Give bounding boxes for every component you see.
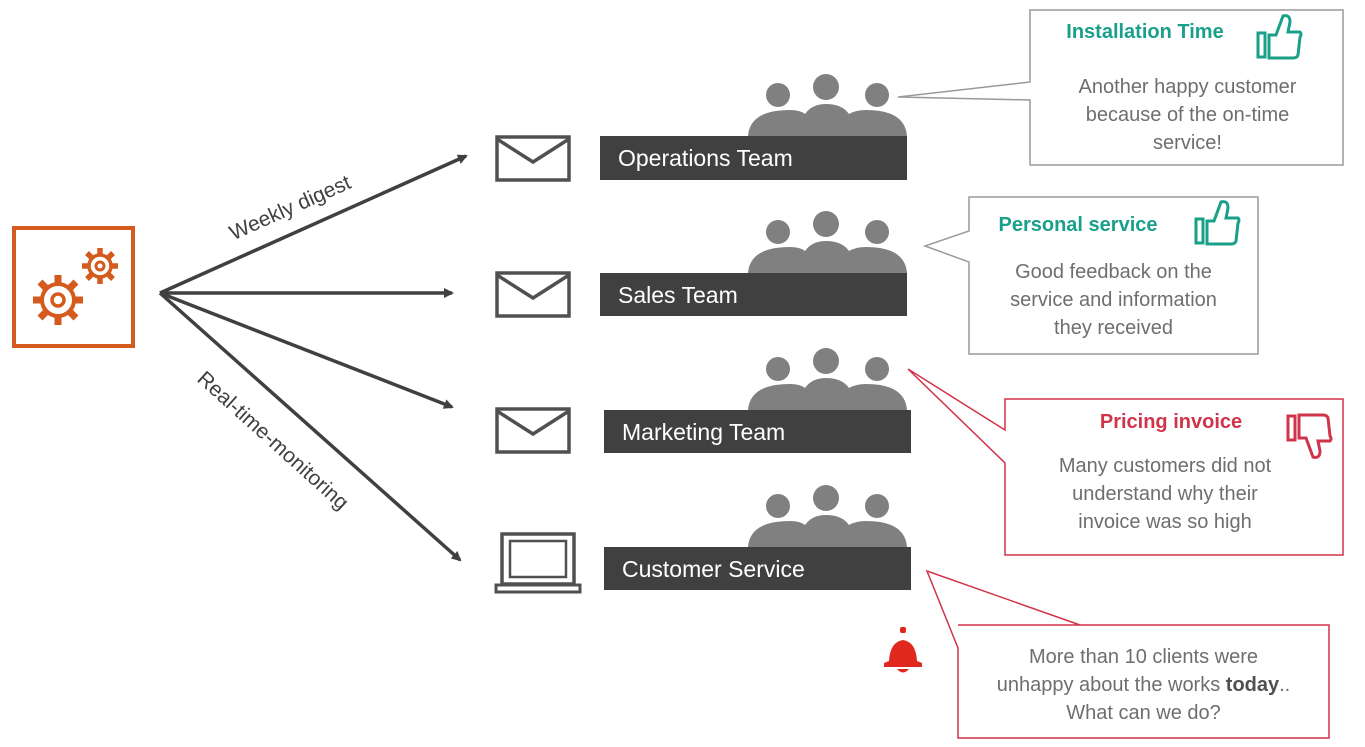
people-group-icon <box>748 211 907 273</box>
arrow-to-marketing <box>159 291 454 409</box>
callout-line-text: .. <box>1279 674 1291 696</box>
envelope-icon <box>495 271 571 318</box>
callout-alert-body: More than 10 clients were unhappy about … <box>958 643 1329 727</box>
callout-body: Many customers did not understand why th… <box>1010 452 1320 536</box>
callout-line: What can we do? <box>1066 702 1221 724</box>
arrow-to-customer-service <box>158 291 462 562</box>
callout-emphasis: today <box>1225 674 1280 696</box>
callout-alert-frame <box>925 569 1330 739</box>
callout-line: they received <box>1054 317 1173 339</box>
thumbs-up-icon <box>1256 14 1303 60</box>
callout-line: understand why their <box>1072 483 1258 505</box>
team-name: Customer Service <box>622 556 805 582</box>
people-group-icon <box>748 485 907 547</box>
laptop-icon <box>494 532 582 594</box>
envelope-icon <box>495 407 571 454</box>
people-group-icon <box>748 348 907 410</box>
callout-line: Many customers did not <box>1058 455 1272 477</box>
callout-line: service and information <box>1010 289 1217 311</box>
callout-title: Installation Time <box>1066 21 1224 43</box>
callout-line: Good feedback on the <box>1015 261 1212 283</box>
bell-icon <box>884 627 922 673</box>
callout-line: Another happy customer <box>1078 76 1297 98</box>
callout-line-text: unhappy about the works <box>996 674 1226 696</box>
callout-line: unhappy about the works today.. <box>958 671 1329 699</box>
callout-title: Pricing invoice <box>1099 411 1243 433</box>
team-name: Sales Team <box>618 282 738 308</box>
team-name: Operations Team <box>618 145 793 171</box>
callout-line: More than 10 clients were <box>1028 646 1258 668</box>
callout-title: Personal service <box>998 214 1158 236</box>
thumbs-up-icon <box>1194 200 1241 246</box>
gears-icon <box>12 226 135 348</box>
callout-line: invoice was so high <box>1078 511 1252 533</box>
thumbs-down-icon <box>1286 413 1333 459</box>
callout-line: because of the on-time <box>1085 104 1290 126</box>
team-bar-sales: Sales Team <box>600 273 907 316</box>
callout-pricing-invoice-frame <box>907 368 1344 556</box>
arrow-to-operations <box>159 154 468 295</box>
team-bar-customer-service: Customer Service <box>604 547 911 590</box>
people-group-icon <box>748 74 907 136</box>
envelope-icon <box>495 135 571 182</box>
callout-body: Good feedback on the service and informa… <box>969 258 1258 342</box>
team-bar-operations: Operations Team <box>600 136 907 180</box>
callout-body: Another happy customer because of the on… <box>1032 73 1343 157</box>
callout-installation-time-frame <box>897 9 1344 166</box>
flow-arrows <box>158 154 468 562</box>
callout-line: service! <box>1153 132 1222 154</box>
callout-personal-service-frame <box>922 196 1259 355</box>
team-name: Marketing Team <box>622 419 786 445</box>
team-bar-marketing: Marketing Team <box>604 410 911 453</box>
